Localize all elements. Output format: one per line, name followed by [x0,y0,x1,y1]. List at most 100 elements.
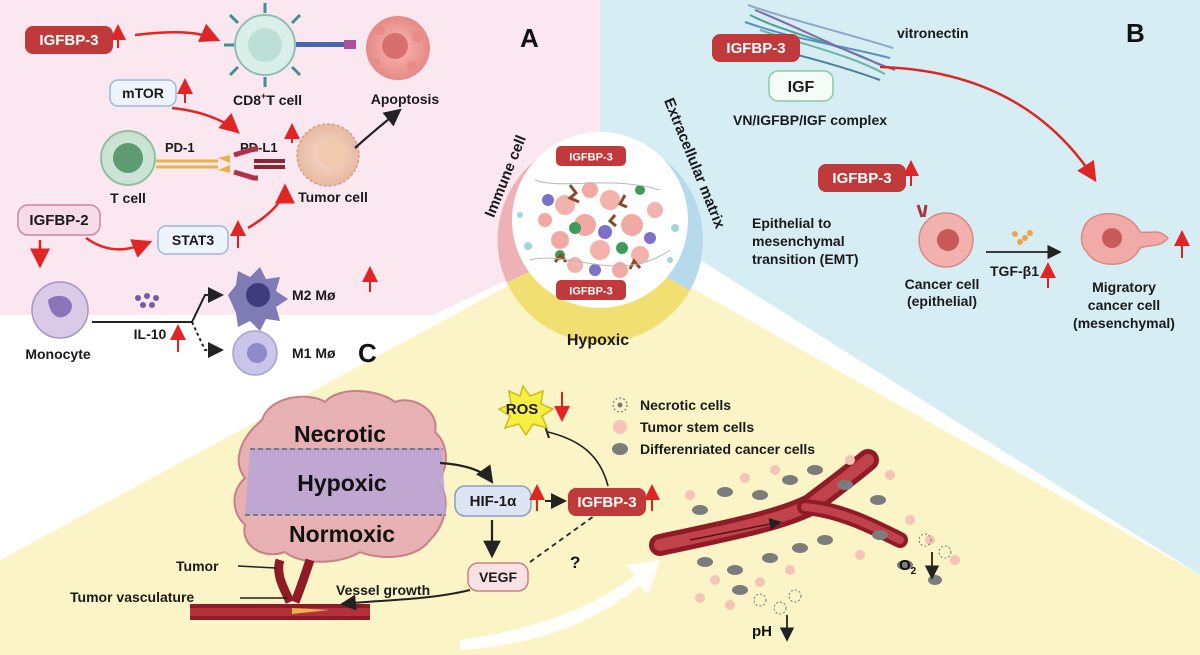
scattered-cells [685,455,960,615]
migratory-label-2: cancer cell [1088,297,1160,313]
arrow-vessel-growth [340,589,471,611]
arrow-igfbp3-to-cd8 [134,23,221,43]
igfbp3-node-c: IGFBP-3 [568,488,646,516]
igfbp3-node-b1: IGFBP-3 [712,34,800,62]
wheel-igfbp3-top-tag: IGFBP-3 [556,146,626,166]
svg-text:IGFBP-3: IGFBP-3 [569,286,612,298]
cell-legend: Necrotic cells Tumor stem cells Differen… [612,397,815,457]
tgf-dots [1012,230,1033,245]
igf-node: IGF [768,70,834,102]
pd1-label: PD-1 [165,140,195,155]
apoptosis-label: Apoptosis [371,91,440,107]
wheel-igfbp3-bottom-tag: IGFBP-3 [556,280,626,300]
svg-text:IGFBP-3: IGFBP-3 [39,32,98,49]
big-transition-arrow [460,560,660,650]
ph-label: pH [752,623,772,640]
vegf-node: VEGF [467,562,529,592]
tgf-label: TGF-β1 [990,263,1039,279]
svg-text:IGFBP-3: IGFBP-3 [577,494,636,511]
vn-complex-label: VN/IGFBP/IGF complex [733,112,887,128]
blood-vessel-illustration [649,449,908,556]
inhibition-igfbp3-ros [547,431,609,487]
svg-text:VEGF: VEGF [479,569,518,585]
epithelial-cancer-cell-illustration [916,204,974,268]
m2-macrophage-illustration [228,267,288,331]
t-cell-label: T cell [110,190,146,206]
dashed-vegf-igfbp3 [529,515,595,563]
tumor-mass-illustration [233,390,447,563]
question-mark: ? [570,553,580,572]
tumor-cell-illustration [296,123,360,187]
stat3-node: STAT3 [157,225,229,255]
panel-letter-b: B [1126,18,1145,48]
legend-necrotic-swatch [612,397,628,413]
m1-label: M1 Mø [292,345,336,361]
panel-letter-c: C [358,338,377,368]
legend-stem-label: Tumor stem cells [640,419,754,435]
svg-text:HIF-1α: HIF-1α [470,493,518,510]
migratory-label-1: Migratory [1092,279,1156,295]
zone-necrotic-label: Necrotic [294,421,386,447]
tumor-vasculature-label: Tumor vasculature [70,589,194,605]
svg-text:STAT3: STAT3 [172,232,214,248]
igfbp2-node: IGFBP-2 [17,204,101,236]
legend-diff-swatch [612,443,628,455]
mtor-node: mTOR [109,79,177,107]
legend-necrotic-label: Necrotic cells [640,397,731,413]
emt-label-2: mesenchymal [752,233,845,249]
o2-label: O2 [899,557,917,577]
legend-stem-swatch [613,420,627,434]
hif-node: HIF-1α [454,485,532,517]
wheel-core [512,132,688,308]
il10-label: IL-10 [134,326,167,342]
monocyte-illustration [31,281,89,339]
panel-a: IGFBP-3 CD8+T cell Apoptosis mTOR [17,3,440,376]
tumor-cell-label: Tumor cell [298,189,368,205]
m2-label: M2 Mø [292,287,336,303]
cancer-cell-label-2: (epithelial) [907,293,977,309]
t-cell-illustration [100,130,156,186]
center-wheel: IGFBP-3 IGFBP-3 Immune cell Extracellula… [482,96,729,349]
igfbp3-node-a: IGFBP-3 [25,26,113,54]
arrow-stat3-to-tumor [247,183,295,230]
tumor-vasculature-illustration [190,558,370,620]
leader-tumor [237,565,277,569]
migratory-cancer-cell-illustration [1080,212,1170,265]
m1-macrophage-illustration [232,330,278,376]
tumor-label: Tumor [176,558,219,574]
arrow-tumor-to-apoptosis [354,108,402,149]
arrow-complex-to-migratory [879,65,1097,183]
zone-normoxic-label: Normoxic [289,521,395,547]
cancer-cell-label-1: Cancer cell [905,276,980,292]
svg-text:mTOR: mTOR [122,85,164,101]
wheel-label-hypoxic: Hypoxic [567,332,629,349]
svg-text:IGFBP-3: IGFBP-3 [569,152,612,164]
il10-dots [135,293,159,308]
legend-diff-label: Differenriated cancer cells [640,441,815,457]
emt-label-1: Epithelial to [752,215,831,231]
cd8-t-cell-illustration [224,3,356,87]
emt-label-3: transition (EMT) [752,251,859,267]
arrow-hypoxic-to-hif [439,461,494,484]
svg-text:IGF: IGF [788,79,815,96]
cd8-label: CD8+T cell [233,91,302,108]
svg-text:IGFBP-2: IGFBP-2 [29,212,88,229]
arrow-mtor-to-pdl1 [171,106,240,134]
ros-label: ROS [506,401,539,418]
ros-burst-illustration [497,384,555,437]
vessel-growth-label: Vessel growth [336,582,430,598]
igfbp3-node-b2: IGFBP-3 [818,164,906,192]
panel-letter-a: A [520,23,539,53]
arrow-to-m2 [92,287,224,323]
panel-b-background [600,0,1200,575]
panel-c: Necrotic Hypoxic Normoxic Tumor Tumor va… [70,384,960,650]
arrow-to-m1 [191,321,224,358]
svg-text:IGFBP-3: IGFBP-3 [726,40,785,57]
vitronectin-label: vitronectin [897,25,969,41]
svg-text:IGFBP-3: IGFBP-3 [832,170,891,187]
apoptosis-cell-illustration [366,16,430,80]
tme-cells-illustration [517,179,679,278]
monocyte-label: Monocyte [25,346,91,362]
zone-hypoxic-label: Hypoxic [297,470,387,496]
